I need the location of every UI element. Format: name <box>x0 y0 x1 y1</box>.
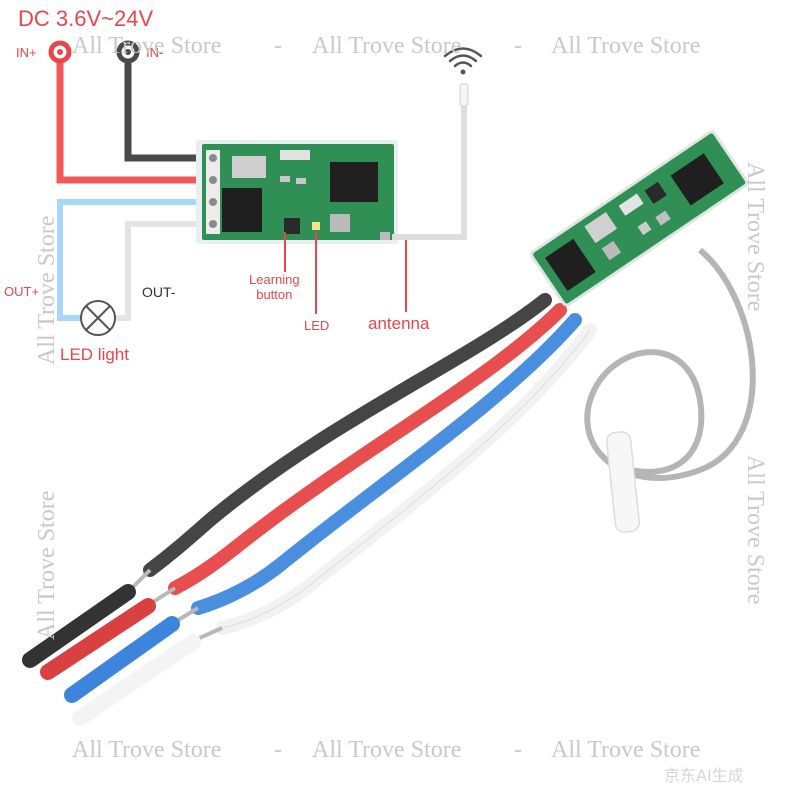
watermark-bottom-sep-2: - <box>514 737 522 763</box>
wire-white <box>215 323 597 635</box>
wire-black <box>143 293 552 577</box>
watermark-right-1: All Trove Store <box>742 162 768 312</box>
antenna-tip <box>605 431 641 533</box>
watermark-bottom-1: All Trove Store <box>72 737 222 763</box>
watermark-top-2: All Trove Store <box>312 33 462 59</box>
watermark-left-1: All Trove Store <box>34 215 60 365</box>
led-light-label: LED light <box>60 345 129 364</box>
watermark-bottom-2: All Trove Store <box>312 737 462 763</box>
wiring-diagram <box>48 40 483 336</box>
out-plus-label: OUT+ <box>4 284 40 299</box>
watermark-top-3: All Trove Store <box>551 33 701 59</box>
receiver-module <box>530 130 749 307</box>
corner-ai-mark: 京东AI生成 <box>664 766 744 785</box>
wire-white-tail <box>72 634 201 726</box>
watermark-bottom-3: All Trove Store <box>551 737 701 763</box>
learning-button-label: Learning button <box>249 272 300 302</box>
wire-blue <box>191 313 582 615</box>
in-minus-label: IN- <box>146 45 164 60</box>
led-light-symbol <box>80 300 116 336</box>
watermark-top-sep-2: - <box>514 33 522 59</box>
out-minus-wire <box>115 221 205 321</box>
wire-blue-tail <box>64 616 180 703</box>
receiver-board-diagram <box>196 140 398 244</box>
led-label: LED <box>304 318 330 333</box>
antenna-loop <box>584 247 756 481</box>
out-plus-wire <box>57 199 205 321</box>
watermark-top-1: All Trove Store <box>72 33 222 59</box>
in-plus-wire <box>56 54 205 184</box>
antenna-wire-diagram <box>392 100 467 240</box>
out-minus-label: OUT- <box>142 284 176 300</box>
in-plus-label: IN+ <box>16 45 37 60</box>
watermark-top-sep-1: - <box>274 33 282 59</box>
watermark-bottom-sep-1: - <box>274 737 282 763</box>
watermark-right-2: All Trove Store <box>742 455 768 605</box>
wire-black-tail <box>22 584 136 668</box>
watermark-left-2: All Trove Store <box>34 490 60 640</box>
in-minus-wire <box>124 56 205 162</box>
wireless-signal-icon <box>443 47 483 75</box>
antenna-label: antenna <box>368 314 430 333</box>
wire-red <box>168 303 567 595</box>
supply-voltage-label: DC 3.6V~24V <box>18 6 154 31</box>
product-photo <box>22 130 756 726</box>
wire-red-tail <box>40 598 156 680</box>
